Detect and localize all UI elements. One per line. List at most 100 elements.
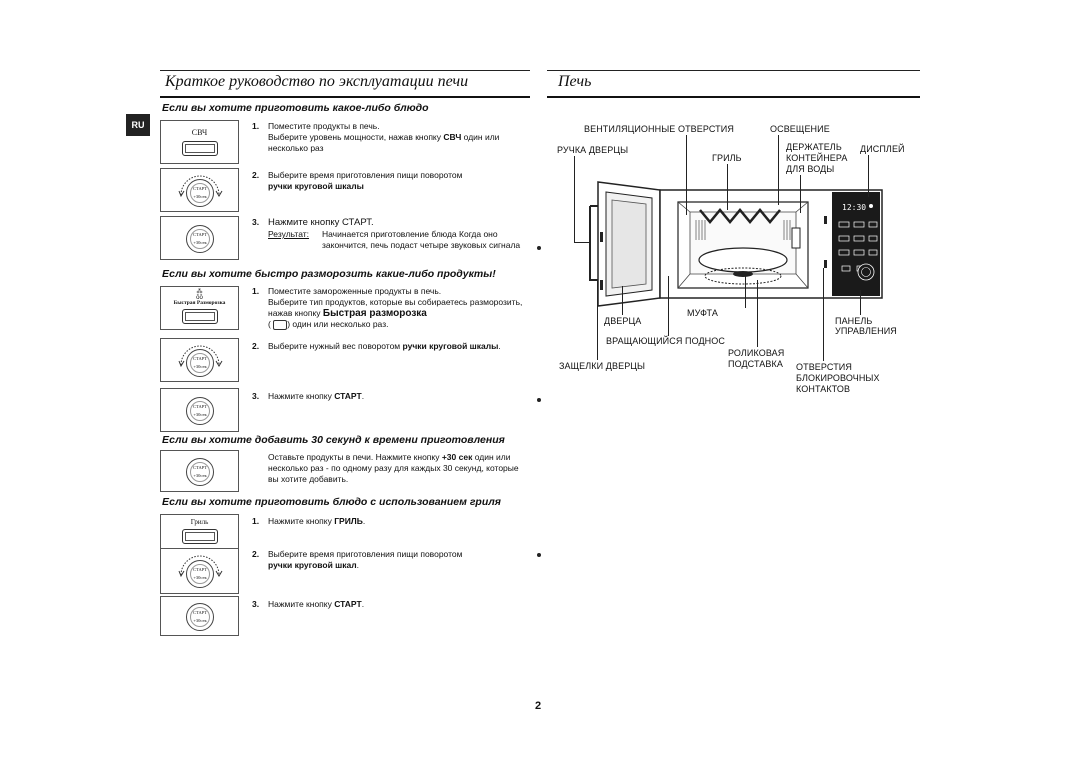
label-grill: ГРИЛЬ	[712, 153, 742, 163]
label-holes-1: ОТВЕРСТИЯ	[796, 362, 852, 372]
grill-step-2: 2. Выберите время приготовления пищи пов…	[252, 549, 527, 573]
knob-label-plus30: +30сек	[193, 364, 207, 369]
cook-button-caption: СВЧ	[191, 128, 208, 137]
label-display: ДИСПЛЕЙ	[860, 144, 905, 154]
start-dial-icon: СТАРТ +30сек	[186, 458, 214, 486]
leader-line	[745, 276, 746, 308]
knob-label-start: СТАРТ	[192, 404, 208, 409]
label-light: ОСВЕЩЕНИЕ	[770, 124, 830, 134]
defrost-button-icon	[182, 309, 218, 324]
step-bold: СТАРТ	[334, 599, 362, 609]
step-bold: Быстрая разморозка	[322, 308, 427, 319]
step-text: Выберите уровень мощности, нажав кнопку	[268, 132, 444, 142]
step-text: Нажмите кнопку	[268, 217, 342, 228]
step-text: Выберите время приготовления пищи поворо…	[268, 170, 463, 180]
microwave-button-icon	[182, 141, 218, 156]
label-holder-2: КОНТЕЙНЕРА	[786, 153, 848, 163]
step-text: Выберите тип продуктов, которые вы собир…	[268, 297, 523, 318]
oven-diagram: 12:30	[589, 181, 883, 307]
header-rule-right-bottom	[547, 96, 920, 98]
leader-line	[686, 135, 687, 215]
label-door: ДВЕРЦА	[604, 316, 642, 326]
defrost-inline-icon	[273, 319, 288, 330]
grill-step-3: 3. Нажмите кнопку СТАРТ.	[252, 599, 527, 611]
step-number: 2.	[252, 170, 260, 180]
cook-step-3: 3. Нажмите кнопку СТАРТ. Результат: Начи…	[252, 217, 527, 263]
grill-button-box: Гриль	[160, 514, 239, 550]
leader-line	[727, 164, 728, 210]
result-label: Результат:	[268, 229, 310, 239]
knob-label-plus30: +30сек	[193, 575, 207, 580]
section-heading-add30: Если вы хотите добавить 30 секунд к врем…	[162, 434, 505, 446]
defrost-step-3: 3. Нажмите кнопку СТАРТ.	[252, 391, 527, 403]
start-dial-icon: СТАРТ+30сек	[186, 225, 214, 253]
add30-text: Оставьте продукты в печи. Нажмите кнопку…	[252, 452, 527, 488]
cook-dial-box: СТАРТ+30сек	[160, 168, 239, 212]
knob-label-plus30: +30сек	[193, 412, 207, 417]
step-text: .	[361, 599, 365, 609]
step-text: один или несколько раз - по одному разу …	[268, 452, 519, 484]
step-text: .	[356, 560, 359, 570]
header-rule-left-bottom	[160, 96, 530, 98]
label-holes-2: БЛОКИРОВОЧНЫХ	[796, 373, 880, 383]
step-number: 2.	[252, 341, 260, 351]
defrost-step-2: 2. Выберите нужный вес поворотом ручки к…	[252, 341, 527, 365]
step-text: ) один или несколько раз.	[287, 319, 389, 329]
grill-button-icon	[182, 529, 218, 544]
leader-line	[597, 280, 598, 360]
step-number: 1.	[252, 286, 260, 296]
step-number: 3.	[252, 217, 260, 227]
defrost-dial-box: СТАРТ+30сек	[160, 338, 239, 382]
defrost-step-1: 1. Поместите замороженные продукты в печ…	[252, 286, 523, 330]
result-text: Начинается приготовление блюда Когда оно…	[322, 229, 521, 250]
leader-line	[868, 155, 869, 197]
page-number: 2	[535, 700, 542, 712]
step-bold: ручки круговой шкалы	[402, 341, 499, 351]
grill-start-box: СТАРТ+30сек	[160, 596, 239, 636]
grill-dial-box: СТАРТ+30сек	[160, 548, 239, 594]
step-bold: СТАРТ	[342, 217, 372, 228]
dial-knob	[857, 263, 875, 281]
step-text: .	[371, 217, 374, 228]
step-text: Выберите время приготовления пищи поворо…	[268, 549, 463, 559]
divider-dot	[537, 398, 541, 402]
label-panel-2: УПРАВЛЕНИЯ	[835, 326, 897, 336]
section-heading-defrost: Если вы хотите быстро разморозить какие-…	[162, 268, 496, 280]
grill-button-caption: Гриль	[190, 518, 209, 526]
step-text: Поместите продукты в печь.	[268, 121, 380, 131]
leader-line	[778, 135, 779, 205]
display-readout: 12:30	[842, 203, 866, 212]
label-roller-2: ПОДСТАВКА	[728, 359, 783, 369]
step-bold: СВЧ	[443, 132, 462, 142]
cook-start-box: СТАРТ+30сек	[160, 216, 239, 260]
start-dial-icon: СТАРТ+30сек	[186, 179, 214, 207]
dial-rotate-arrow-icon	[178, 175, 223, 198]
label-holes-3: КОНТАКТОВ	[796, 384, 851, 394]
defrost-start-box: СТАРТ +30сек	[160, 388, 239, 432]
defrost-icon: ⁂ŏŏ	[196, 289, 203, 301]
page-title-right: Печь	[558, 73, 592, 90]
cook-step-2: 2. Выберите время приготовления пищи пов…	[252, 170, 527, 194]
cook-step-1: 1. Поместите продукты в печь.Выберите ур…	[252, 121, 527, 157]
step-number: 2.	[252, 549, 260, 559]
section-heading-grill: Если вы хотите приготовить блюдо с испол…	[162, 496, 501, 508]
leader-line	[757, 280, 758, 347]
knob-label-plus30: +30сек	[193, 618, 207, 623]
step-text: один или несколько раз	[268, 132, 500, 153]
knob-label-start: СТАРТ	[192, 232, 208, 237]
leader-line	[860, 290, 861, 315]
coupler	[733, 271, 753, 277]
step-bold: СТАРТ	[334, 391, 362, 401]
step-text: Нажмите кнопку	[268, 516, 335, 526]
step-bold: ГРИЛЬ	[334, 516, 363, 526]
label-roller-1: РОЛИКОВАЯ	[728, 348, 785, 358]
step-text: .	[361, 391, 365, 401]
knob-label-start: СТАРТ	[192, 465, 208, 470]
step-text: .	[362, 516, 366, 526]
add30-dial-box: СТАРТ +30сек	[160, 450, 239, 492]
defrost-button-caption: Быстрая Разморозка	[173, 300, 226, 306]
knob-label-plus30: +30сек	[193, 473, 207, 478]
knob-label-start: СТАРТ	[192, 186, 208, 191]
label-panel-1: ПАНЕЛЬ	[835, 316, 873, 326]
header-rule-left-top	[160, 70, 530, 71]
